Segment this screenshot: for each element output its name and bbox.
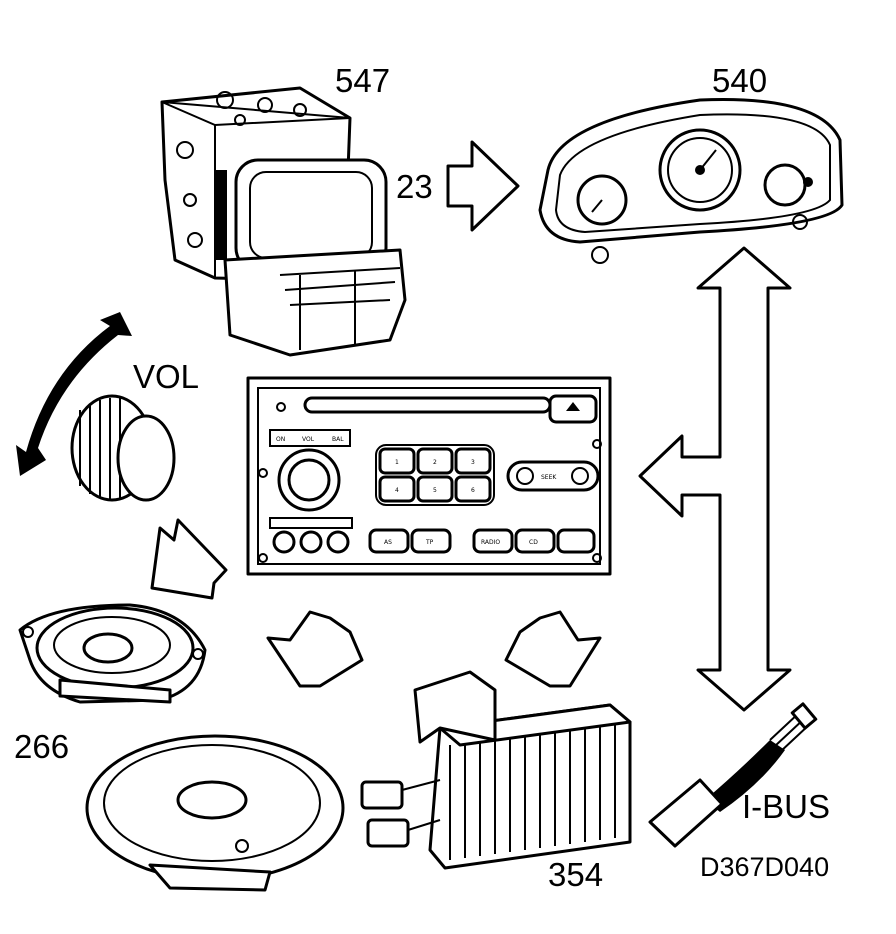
button-label: CD (529, 539, 538, 546)
cd-button[interactable] (514, 528, 556, 554)
speaker-small (18, 603, 207, 704)
preset-2[interactable] (416, 447, 454, 475)
arrow-down-icon (266, 610, 364, 688)
as-button[interactable] (368, 528, 410, 554)
preset-label: 3 (471, 459, 475, 466)
preset-3[interactable] (454, 447, 492, 475)
preset-label: 2 (433, 459, 437, 466)
label-547: 547 (335, 62, 390, 99)
volume-knob (16, 312, 176, 502)
arrow-down-left-icon (150, 518, 228, 600)
eject-icon (566, 402, 580, 411)
drawing-id: D367D040 (700, 852, 829, 882)
button-label: RADIO (481, 539, 500, 546)
preset-6[interactable] (454, 475, 492, 503)
label-on: ON (276, 436, 285, 443)
label-bal: BAL (332, 436, 344, 443)
label-vol: VOL (133, 358, 199, 395)
seek-label: SEEK (541, 474, 557, 481)
preset-label: 1 (395, 459, 399, 466)
instrument-cluster (538, 98, 844, 264)
tp-button[interactable] (410, 528, 452, 554)
amplifier (360, 670, 632, 870)
arrow-down-right-icon (504, 610, 602, 688)
label-540: 540 (712, 62, 767, 99)
speaker-oval (85, 734, 345, 892)
bus-arrow-icon (638, 246, 792, 712)
i-bus-connector (648, 702, 818, 848)
preset-5[interactable] (416, 475, 454, 503)
radio-head-unit: ON VOL BAL 1 2 3 4 5 6 SEEK (246, 376, 612, 576)
label-266: 266 (14, 728, 69, 765)
preset-label: 4 (395, 487, 399, 494)
mute-button[interactable] (556, 528, 596, 554)
preset-label: 5 (433, 487, 437, 494)
button-label: AS (384, 539, 392, 546)
preset-4[interactable] (378, 475, 416, 503)
arrow-right-icon (446, 140, 520, 232)
label-23: 23 (396, 168, 433, 205)
preset-label: 6 (471, 487, 475, 494)
button-label: TP (425, 539, 434, 546)
label-i-bus: I-BUS (742, 788, 830, 825)
label-354: 354 (548, 856, 603, 893)
preset-1[interactable] (378, 447, 416, 475)
label-vol-small: VOL (302, 436, 315, 443)
abs-control-module (160, 86, 407, 357)
radio-button[interactable] (472, 528, 514, 554)
